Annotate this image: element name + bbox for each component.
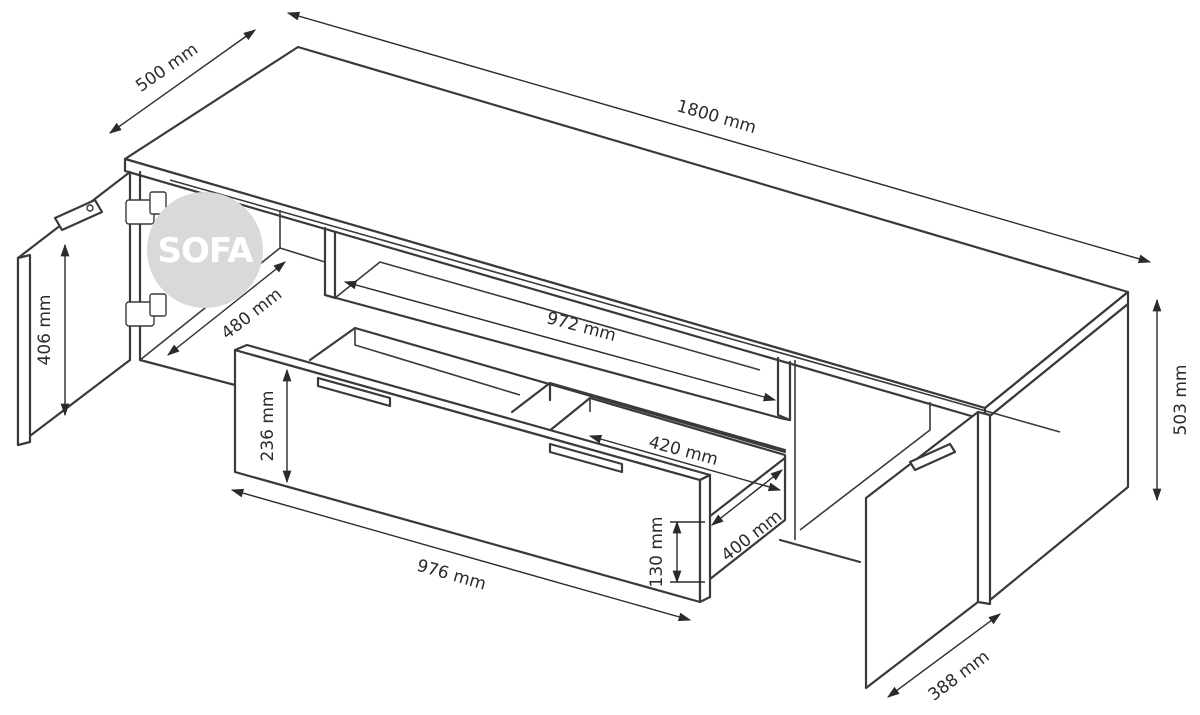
drawer-box-divider [510,381,552,414]
right-door-handle [908,442,957,472]
dim-width-label: 1800 mm [674,96,758,138]
drawer-front [233,348,702,604]
drawer-front-right-edge [698,473,712,604]
dimension-lines [60,11,1162,698]
right-compartment-back [799,402,931,531]
dim-inner-width-line [343,280,777,402]
sofa-logo-text: SOFA [157,231,254,271]
dim-door-width-line [886,613,1002,698]
dim-depth-line [108,29,257,134]
dim-total-height-label: 503 mm [1171,365,1191,436]
dim-depth-label: 500 mm [132,39,202,96]
hinge-screw-top [86,204,94,212]
left-compartment-floor [138,358,237,387]
hinges [125,191,167,327]
right-compartment-floor [778,538,862,564]
dim-drawer-box-height-label: 130 mm [647,517,667,588]
right-door-front [864,410,980,690]
dim-drawer-front-height-label: 236 mm [258,391,278,462]
sofa-logo: SOFA [147,192,263,308]
dim-door-width-label: 388 mm [925,647,994,706]
right-door [864,410,992,690]
dim-drawer-front-width-label: 976 mm [415,556,489,595]
dim-width-line [286,11,1152,264]
left-door-edge [16,253,32,447]
hinge-bottom-plate [149,293,167,317]
left-door [16,170,132,447]
center-divider-right [776,356,792,422]
dim-drawer-front-width-line [230,488,692,622]
dim-door-height-label: 406 mm [35,295,55,366]
right-door-edge [976,410,992,606]
dim-inner-depth-line [167,261,286,356]
center-divider-left [323,226,337,300]
dim-drawer-depth-line [711,469,783,526]
hinge-top-plate [149,191,167,215]
